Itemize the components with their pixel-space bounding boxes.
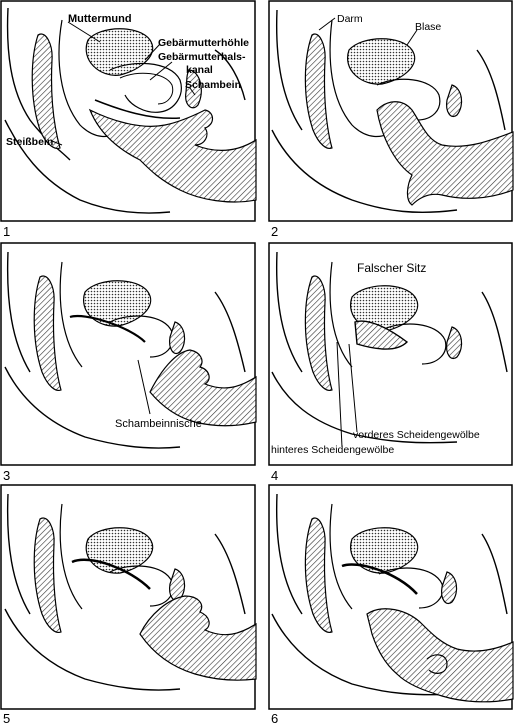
label-muttermund: Muttermund: [68, 13, 132, 25]
panel-3: Schambeinnische 3: [0, 242, 257, 484]
label-vorderes-scheidengewoelbe: vorderes Scheidengewölbe: [353, 429, 480, 441]
hand-shape: [377, 102, 513, 205]
panel-6-illustration: [257, 484, 514, 727]
panel-5-illustration: [0, 484, 257, 727]
panel-4: Falscher Sitz vorderes Scheidengewölbe h…: [257, 242, 514, 484]
panel-number: 2: [271, 224, 278, 239]
label-gebaermutterhalskanal-1: Gebärmutterhals-: [158, 51, 246, 63]
hand-shape: [140, 596, 256, 680]
panel-number: 1: [3, 224, 10, 239]
hand-shape: [90, 110, 256, 202]
label-steissbein: Steißbein: [6, 136, 53, 148]
label-gebaermutterhoehle: Gebärmutterhöhle: [158, 37, 249, 49]
panel-number: 6: [271, 711, 278, 726]
panel-3-illustration: Schambeinnische: [0, 242, 257, 484]
panel-2-illustration: Darm Blase: [257, 0, 514, 242]
panel-number: 5: [3, 711, 10, 726]
label-schambein: Schambein: [185, 79, 241, 91]
panel-1: Muttermund Gebärmutterhöhle Gebärmutterh…: [0, 0, 257, 242]
panel-number: 4: [271, 468, 278, 483]
panel-4-illustration: Falscher Sitz vorderes Scheidengewölbe h…: [257, 242, 514, 484]
label-darm: Darm: [337, 13, 363, 25]
label-hinteres-scheidengewoelbe: hinteres Scheidengewölbe: [271, 444, 394, 456]
steissbein-shape: [32, 34, 60, 148]
label-falscher-sitz: Falscher Sitz: [357, 261, 426, 275]
panel-1-illustration: Muttermund Gebärmutterhöhle Gebärmutterh…: [0, 0, 257, 242]
label-schambeinnische: Schambeinnische: [115, 418, 202, 430]
label-blase: Blase: [415, 21, 441, 33]
uterus-shape: [86, 29, 152, 76]
panel-6: 6: [257, 484, 514, 727]
panel-number: 3: [3, 468, 10, 483]
panel-2: Darm Blase 2: [257, 0, 514, 242]
label-gebaermutterhalskanal-2: kanal: [186, 64, 213, 76]
panel-5: 5: [0, 484, 257, 727]
hand-shape: [150, 350, 256, 426]
